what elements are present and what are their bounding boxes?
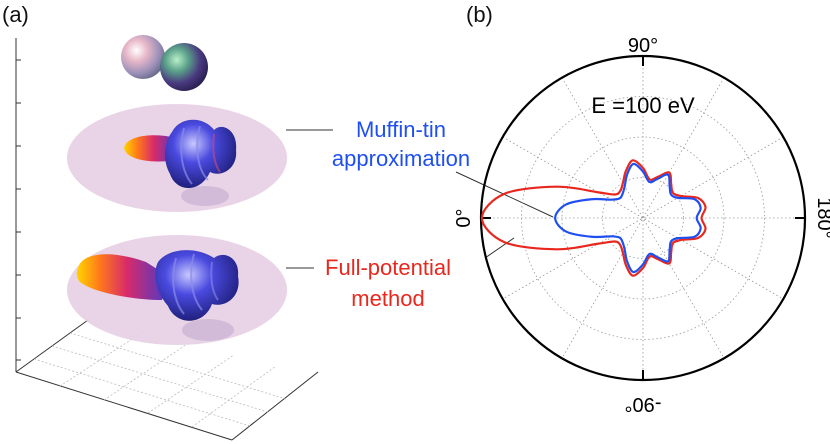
- polar-grid-circle: [602, 177, 684, 259]
- angle-label-right: 180°: [813, 197, 830, 238]
- angle-label-left: 0°: [453, 208, 475, 227]
- panel-b-label: (b): [466, 2, 493, 27]
- muffin-tin-curve: [554, 162, 702, 274]
- panel-a-label: (a): [2, 2, 29, 27]
- angle-label-bottom: -90°: [625, 393, 662, 415]
- floor-grid: [33, 329, 287, 428]
- full-potential-shadow: [182, 319, 234, 341]
- polar-series: [480, 159, 707, 277]
- full-potential-pattern: [67, 235, 287, 345]
- full-potential-curve: [480, 159, 707, 277]
- muffin-tin-caption-line2: approximation: [332, 146, 470, 171]
- panel-b: (b) 90° 0° 180° -90° E =100 eV: [453, 2, 830, 415]
- angle-label-top: 90°: [628, 35, 658, 57]
- energy-label: E =100 eV: [591, 93, 695, 118]
- muffin-tin-pattern: [67, 104, 287, 212]
- full-potential-caption-line2: method: [351, 286, 424, 311]
- atom-sphere-right: [160, 43, 208, 91]
- full-potential-pointer: [484, 237, 515, 259]
- full-potential-caption-line1: Full-potential: [325, 255, 451, 280]
- full-potential-forward-lobe: [76, 254, 168, 300]
- polar-grid: [481, 56, 805, 380]
- front-axis: [15, 371, 233, 441]
- vertical-ticks: [16, 59, 21, 361]
- muffin-tin-caption-line1: Muffin-tin: [356, 117, 446, 142]
- panel-a: (a): [2, 2, 554, 441]
- full-potential-back-lobes: [155, 250, 239, 321]
- right-axis: [231, 371, 319, 441]
- atom-spheres: [121, 35, 208, 91]
- muffin-tin-shadow: [181, 186, 229, 206]
- muffin-tin-forward-lobe: [124, 135, 178, 162]
- atom-sphere-left: [121, 35, 165, 79]
